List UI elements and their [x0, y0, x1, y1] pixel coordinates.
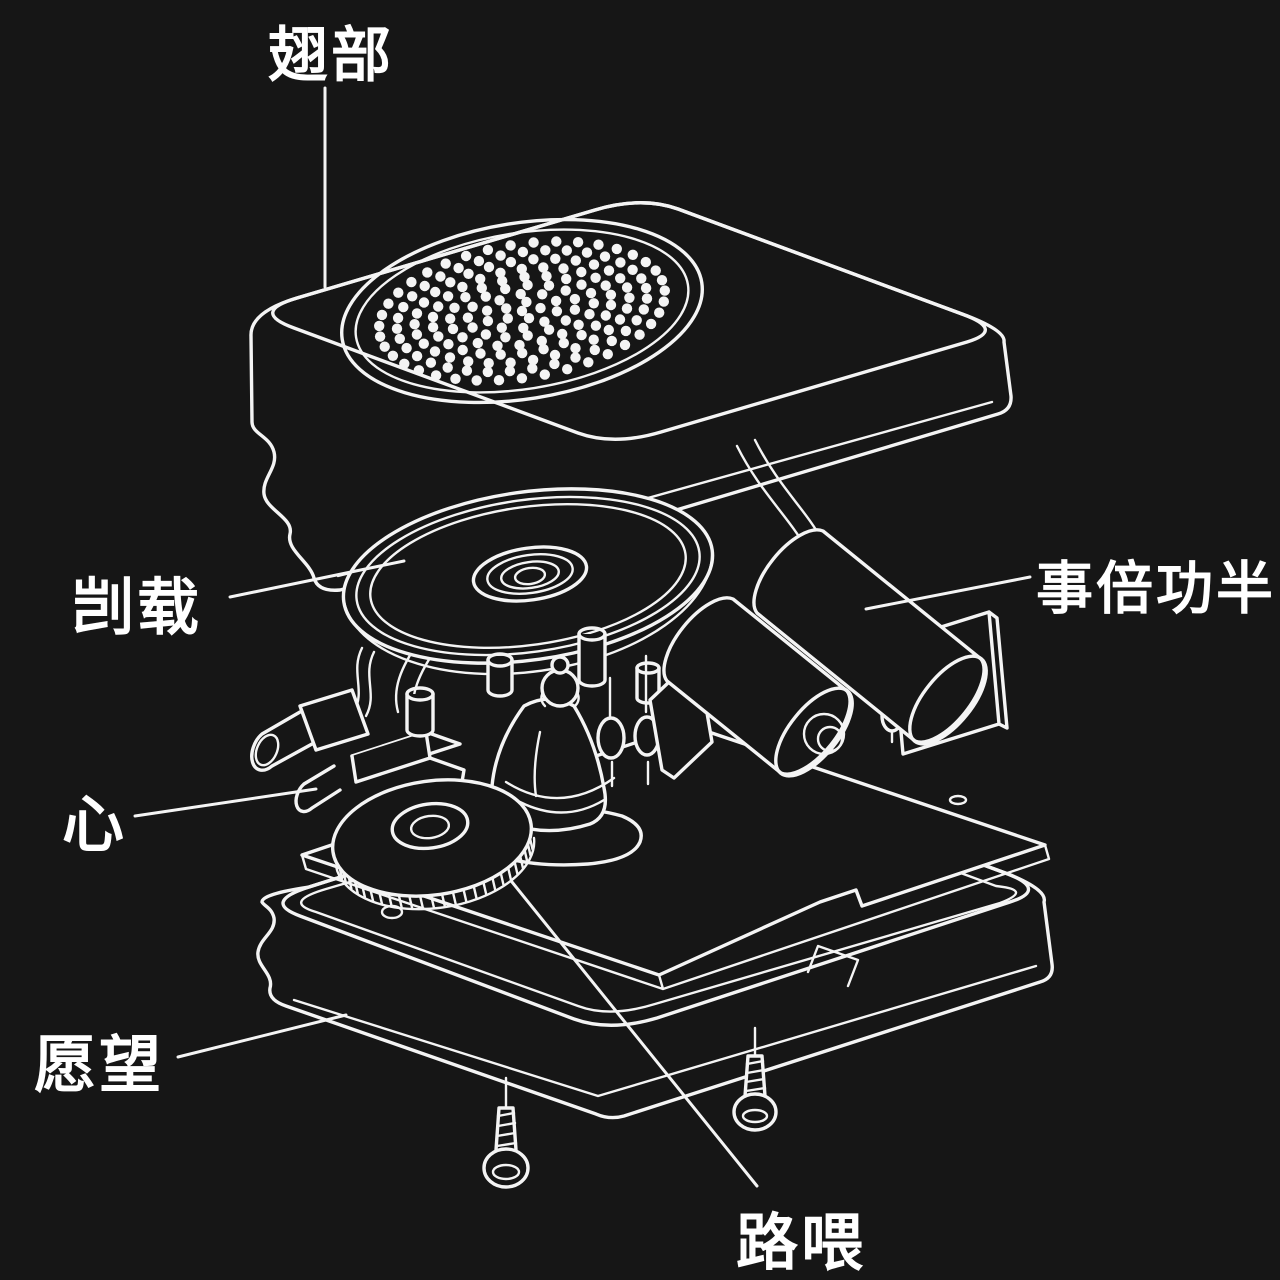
thumbwheel-hub-hole [409, 814, 451, 840]
leader-circuit-board [133, 787, 318, 818]
battery-end-face [774, 686, 854, 778]
batteries [662, 528, 988, 778]
capacitor-top [486, 652, 514, 668]
thumbwheel-hub [390, 801, 470, 851]
cap-ring [471, 545, 589, 603]
jack-opening [254, 733, 280, 767]
leader-speaker [228, 559, 406, 599]
capacitor [405, 692, 435, 738]
buddha-topknot [550, 655, 570, 675]
grille-outer-ring [340, 217, 704, 405]
capacitor-top [635, 661, 661, 675]
audio-jack [250, 688, 370, 814]
screw-head [482, 1147, 530, 1189]
leader-screws [510, 880, 759, 1188]
part-labels: 翅部 剀载 事倍功半 心 愿望 路喂 [34, 22, 1276, 1278]
pcb-thickness [300, 843, 1051, 991]
pcb-hole [948, 794, 968, 806]
jack-barrel [250, 710, 314, 772]
top-cover [249, 201, 1013, 592]
battery-terminal-tip [816, 725, 844, 753]
capacitor-top [577, 626, 607, 642]
capacitors [405, 626, 661, 738]
screw-drive-slot [741, 1108, 769, 1124]
bottom-case-floor-edge [292, 964, 1038, 1098]
resistor-leads [608, 676, 614, 788]
buddha-head [540, 668, 580, 708]
capacitor [577, 632, 607, 688]
thumbwheel [330, 778, 536, 911]
capacitor-top [405, 686, 435, 702]
speaker-center-cap [471, 545, 589, 603]
resistor-body [596, 716, 626, 760]
capacitor [486, 658, 514, 698]
label-screws: 路喂 [736, 1209, 866, 1278]
battery-end-face [908, 654, 988, 746]
leader-bottom-case [176, 1013, 348, 1059]
cap-ring [500, 560, 560, 590]
label-circuit-board: 心 [62, 791, 127, 860]
label-speaker: 剀载 [72, 574, 202, 643]
speaker-rim-ring [355, 495, 701, 657]
battery-upper [752, 528, 988, 746]
speaker-grille [340, 217, 704, 405]
leader-batteries [864, 575, 1032, 611]
buddha-hands [518, 798, 606, 814]
screw-threads [495, 1111, 518, 1148]
jack-barrel-2 [294, 764, 342, 814]
cap-ring [486, 553, 574, 595]
screw-head [732, 1092, 778, 1132]
label-top-cover: 翅部 [268, 22, 394, 89]
speaker-cone-edge [369, 502, 687, 650]
cap-dome [513, 566, 547, 586]
grille-dots [374, 236, 670, 386]
screw-left [482, 1076, 530, 1189]
battery-lower [662, 596, 854, 778]
wire [364, 650, 376, 718]
screw-threads [744, 1059, 767, 1093]
screw-drive-slot [491, 1163, 521, 1181]
battery-terminal [802, 712, 846, 756]
label-batteries: 事倍功半 [1036, 557, 1276, 621]
leader-lines [133, 86, 1032, 1188]
resistor-leads [644, 654, 650, 786]
screw-right [732, 1026, 778, 1132]
grille-inner-ring [354, 228, 690, 394]
label-bottom-case: 愿望 [34, 1031, 164, 1100]
buddha-robe-fold [533, 730, 542, 798]
screws [482, 1026, 778, 1189]
buddha-arms [504, 776, 616, 800]
top-cover-top-face [271, 201, 987, 441]
jack-flange [298, 688, 370, 752]
speaker-driver [341, 487, 715, 676]
buddha-ears [540, 690, 580, 708]
top-cover-body [249, 201, 1013, 592]
wall-step [806, 944, 860, 988]
speaker-bottom-edge [342, 548, 714, 676]
